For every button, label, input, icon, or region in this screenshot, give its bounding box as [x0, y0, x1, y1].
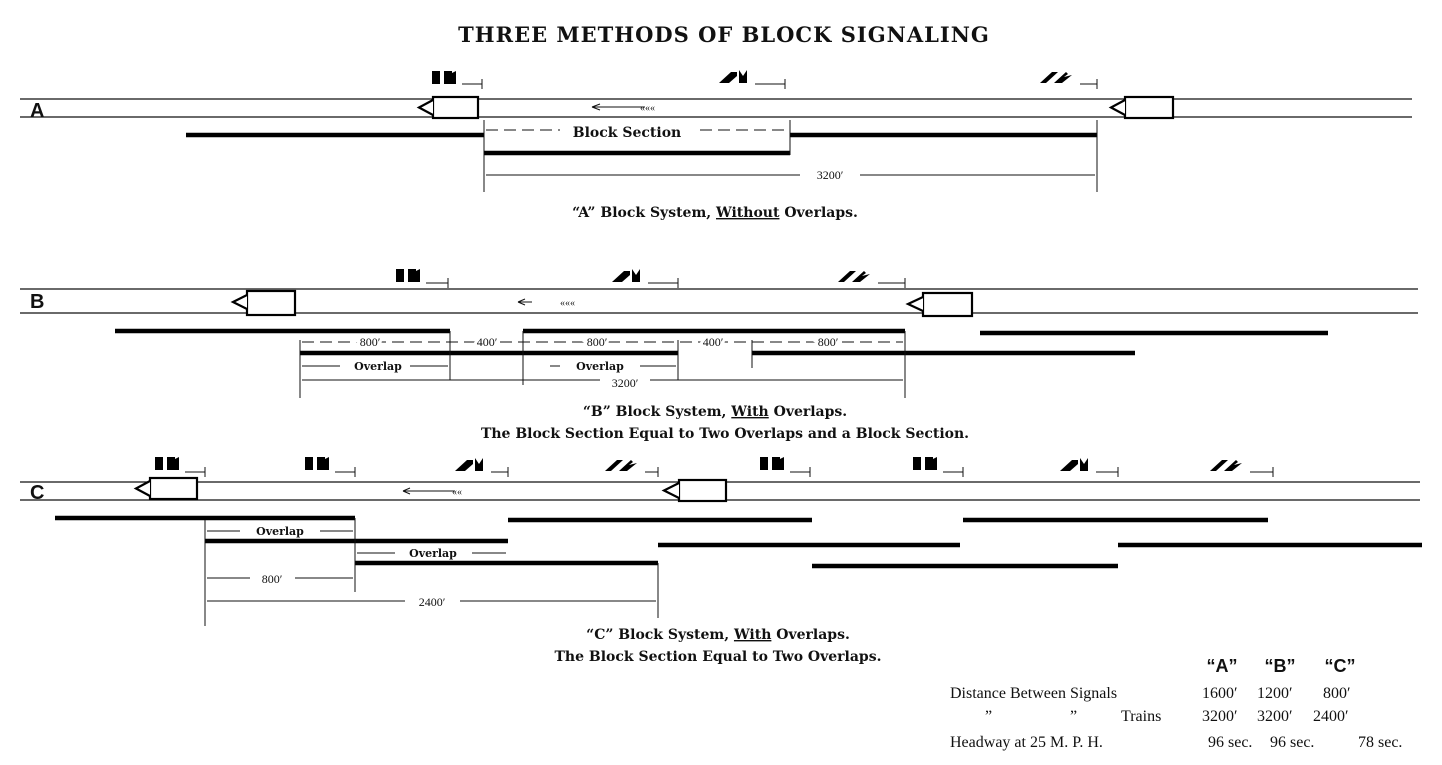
direction-arrow-icon: «««	[591, 103, 655, 114]
diagram-c-caption: “C” Block System, With Overlaps.	[586, 627, 850, 643]
diagram-a-caption: “A” Block System, Without Overlaps.	[572, 205, 858, 221]
row-label: Distance Between Signals	[950, 685, 1117, 702]
train	[905, 291, 974, 318]
diagram-c-label: C	[30, 482, 44, 504]
dimension-label: 800′	[818, 335, 839, 349]
train	[1108, 95, 1175, 120]
diagram-b-label: B	[30, 291, 44, 313]
table-cell: 1600′	[1202, 685, 1238, 702]
signal-stop-stop-icon	[305, 457, 329, 470]
train	[230, 289, 297, 317]
diagram-b: B ««« 800′ 400′ 800′ 400′ 800′ Overlap O…	[20, 269, 1418, 442]
signal-clear-stop-icon	[719, 70, 747, 83]
signal-clear-clear-icon	[1210, 460, 1242, 471]
block-section-label: Block Section	[573, 125, 681, 141]
train	[416, 95, 480, 120]
row-label: Headway at 25 M. P. H.	[950, 734, 1103, 751]
diagram-c-caption-2: The Block Section Equal to Two Overlaps.	[555, 649, 882, 665]
table-cell: 3200′	[1202, 708, 1238, 725]
table-cell: 78 sec.	[1358, 734, 1402, 751]
svg-text:«««: «««	[640, 103, 655, 114]
train	[133, 476, 199, 501]
distance-label: 3200′	[817, 168, 844, 182]
direction-arrow-icon: ««	[402, 487, 462, 498]
overlap-label: Overlap	[354, 360, 402, 373]
dimension-label: 400′	[477, 335, 498, 349]
table-cell: 96 sec.	[1208, 734, 1252, 751]
diagram-b-caption: “B” Block System, With Overlaps.	[583, 404, 847, 420]
overlap-label: Overlap	[576, 360, 624, 373]
signal-stop-stop-icon	[432, 71, 456, 84]
table-cell: 1200′	[1257, 685, 1293, 702]
overlap-label: Overlap	[409, 547, 457, 560]
signal-stop-stop-icon	[155, 457, 179, 470]
overlap-label: Overlap	[256, 525, 304, 538]
signal-stop-stop-icon	[396, 269, 420, 282]
train	[661, 478, 728, 503]
table-cell: 800′	[1323, 685, 1351, 702]
dimension-label: 800′	[587, 335, 608, 349]
signal-clear-stop-icon	[1060, 458, 1088, 471]
ditto-mark: ”	[1070, 708, 1077, 725]
dimension-label: 2400′	[419, 595, 446, 609]
dimension-label: 800′	[262, 572, 283, 586]
signal-clear-stop-icon	[455, 458, 483, 471]
signal-clear-clear-icon	[1040, 72, 1072, 83]
direction-arrow-icon: «««	[517, 298, 575, 309]
table-header: “C”	[1325, 656, 1356, 676]
diagram-a: A ««« Block Section 3200′ “A” Block Syst…	[20, 70, 1412, 221]
title: THREE METHODS OF BLOCK SIGNALING	[458, 22, 990, 47]
signal-clear-stop-icon	[612, 269, 640, 282]
signal-clear-clear-icon	[838, 271, 870, 282]
dimension-label: 800′	[360, 335, 381, 349]
signal-clear-clear-icon	[605, 460, 637, 471]
diagram-a-label: A	[30, 100, 44, 122]
table-header: “B”	[1265, 656, 1296, 676]
diagram-b-caption-2: The Block Section Equal to Two Overlaps …	[481, 426, 969, 442]
comparison-table: “A” “B” “C” Distance Between Signals 160…	[950, 656, 1402, 751]
row-label: Trains	[1121, 708, 1161, 725]
svg-text:«««: «««	[560, 298, 575, 309]
ditto-mark: ”	[985, 708, 992, 725]
dimension-label: 400′	[703, 335, 724, 349]
table-header: “A”	[1207, 656, 1238, 676]
table-cell: 96 sec.	[1270, 734, 1314, 751]
svg-text:««: ««	[452, 487, 462, 498]
table-cell: 3200′	[1257, 708, 1293, 725]
distance-label: 3200′	[612, 376, 639, 390]
signal-stop-stop-icon	[760, 457, 784, 470]
table-cell: 2400′	[1313, 708, 1349, 725]
diagram-c: C «« Overlap Overlap 800′	[20, 457, 1422, 665]
signal-stop-stop-icon	[913, 457, 937, 470]
